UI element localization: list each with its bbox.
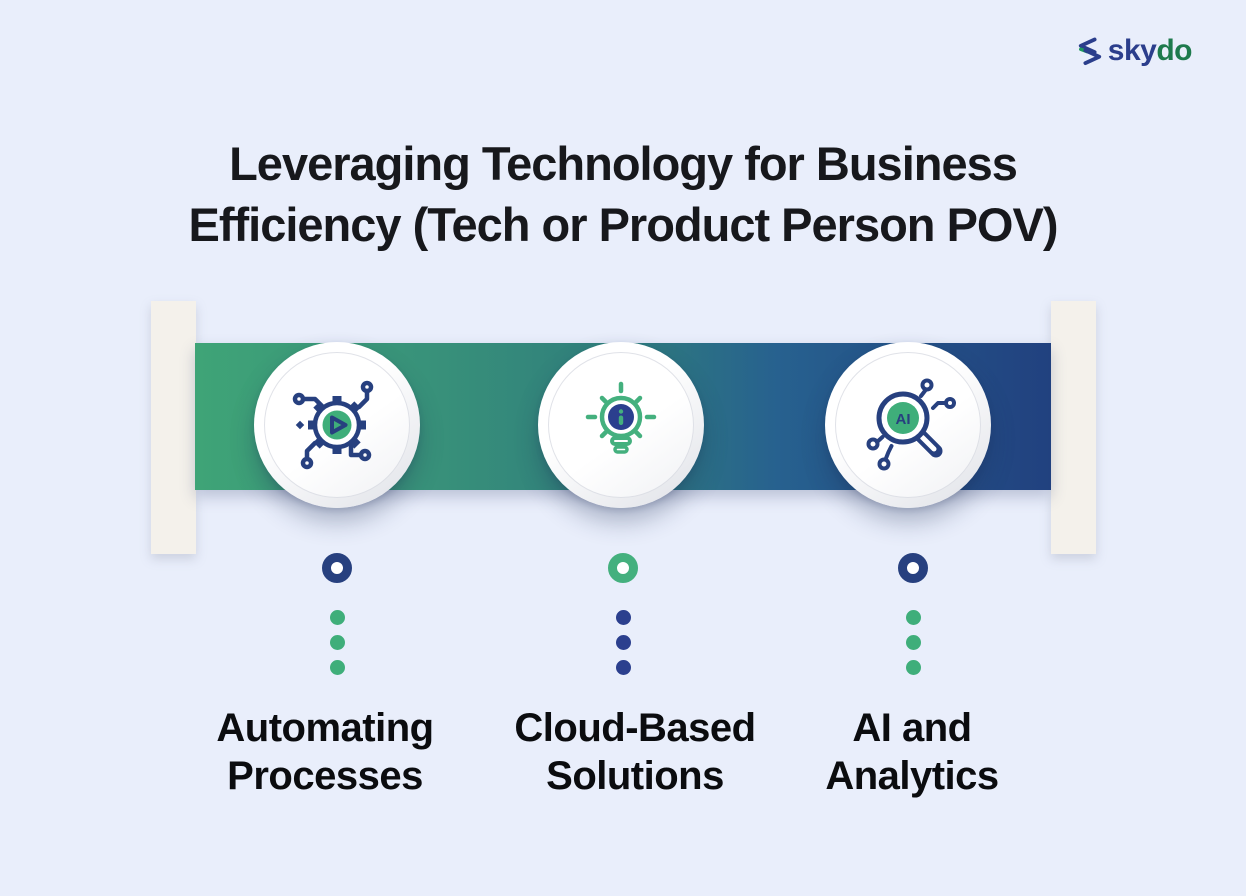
connector-dot: [329, 635, 345, 650]
label-line: Automating: [216, 706, 434, 750]
title-line-1: Leveraging Technology for Business: [229, 137, 1018, 190]
step-medallion-automating: [254, 342, 420, 508]
ai-badge-text: AI: [896, 411, 911, 428]
step-label-cloud: Cloud-Based Solutions: [465, 704, 805, 800]
logo-wordmark: skydo: [1107, 34, 1193, 67]
page-title: Leveraging Technology for Business Effic…: [0, 133, 1246, 255]
step-medallion-ai: AI: [825, 342, 991, 508]
connector-dot: [615, 635, 631, 650]
connector-automating: [322, 553, 352, 675]
connector-ai: [898, 553, 928, 675]
ai-magnifier-icon: AI: [866, 378, 956, 471]
medallion-inner: AI: [835, 352, 981, 498]
skydo-logo: skydo: [1075, 36, 1192, 66]
step-label-ai: AI and Analytics: [742, 704, 1082, 800]
connector-dot: [329, 610, 345, 625]
connector-dot: [615, 610, 631, 625]
skydo-chevrons-icon: [1078, 37, 1101, 66]
lightbulb-idea-icon: [585, 381, 657, 454]
connector-dot: [905, 635, 921, 650]
label-line: Processes: [227, 754, 423, 798]
step-medallion-cloud: [538, 342, 704, 508]
label-line: Solutions: [546, 754, 724, 798]
step-label-automating: Automating Processes: [155, 704, 495, 800]
connector-cloud: [608, 553, 638, 675]
logo-text-do: do: [1156, 34, 1192, 67]
connector-dot: [329, 660, 345, 675]
film-strip-right: [1051, 301, 1096, 554]
connector-dot: [905, 660, 921, 675]
connector-ring: [898, 553, 928, 583]
automation-gear-icon: [292, 380, 374, 470]
label-line: AI and: [852, 706, 972, 750]
connector-ring: [608, 553, 638, 583]
connector-ring: [322, 553, 352, 583]
medallion-inner: [264, 352, 410, 498]
label-line: Cloud-Based: [514, 706, 756, 750]
connector-dot: [615, 660, 631, 675]
connector-dot: [905, 610, 921, 625]
label-line: Analytics: [825, 754, 999, 798]
film-strip-left: [151, 301, 196, 554]
logo-text-sky: sky: [1107, 34, 1157, 67]
title-line-2: Efficiency (Tech or Product Person POV): [188, 198, 1059, 251]
medallion-inner: [548, 352, 694, 498]
